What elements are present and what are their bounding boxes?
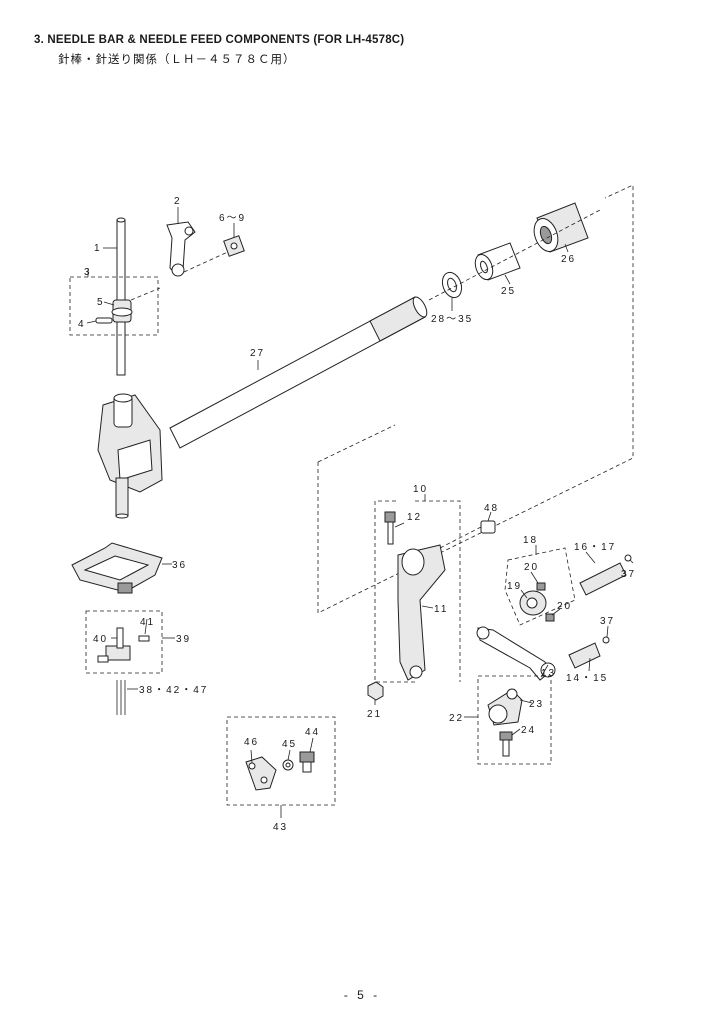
callout-6-9: 6～9: [219, 213, 246, 224]
callout-13: 13: [541, 668, 556, 679]
callout-48: 48: [484, 503, 499, 514]
plate-46: [245, 756, 277, 791]
nut-21: [367, 681, 384, 701]
callout-36: 36: [172, 560, 187, 571]
callout-27: 27: [250, 348, 265, 359]
collar-19-20: [519, 582, 555, 622]
screw-12: [384, 511, 396, 545]
callout-2: 2: [174, 196, 182, 207]
callout-labels: 1 2 3 4 5 6～9 10 11 12 13 14・15 16・17 18…: [78, 196, 636, 833]
callout-23: 23: [529, 699, 544, 710]
callout-40: 40: [93, 634, 108, 645]
callout-16-17: 16・17: [574, 542, 616, 553]
callout-5: 5: [97, 297, 105, 308]
callout-22: 22: [449, 713, 464, 724]
callout-41: 41: [140, 617, 155, 628]
needle-bar-clamp: [95, 287, 161, 324]
callout-19: 19: [507, 581, 522, 592]
page-title: 3. NEEDLE BAR & NEEDLE FEED COMPONENTS (…: [34, 34, 405, 46]
screw-44: [299, 751, 315, 773]
page-subtitle: 針棒・針送り関係（ＬＨ－４５７８Ｃ用）: [58, 52, 296, 66]
group-22-box: [477, 675, 552, 765]
leader-lines: [86, 207, 634, 818]
callout-20a: 20: [524, 562, 539, 573]
group-10-box: [415, 500, 461, 682]
callout-14-15: 14・15: [566, 673, 608, 684]
callout-18: 18: [523, 535, 538, 546]
callout-1: 1: [94, 243, 102, 254]
washer-45: [282, 759, 294, 771]
callout-37b: 37: [600, 616, 615, 627]
callout-3: 3: [84, 267, 92, 278]
callout-39: 39: [176, 634, 191, 645]
callout-25: 25: [501, 286, 516, 297]
bushing-25: [474, 242, 521, 281]
shaft-frame: [317, 184, 634, 614]
callout-37a: 37: [621, 569, 636, 580]
main-shaft-27: [169, 296, 428, 449]
callout-20b: 20: [557, 601, 572, 612]
shaft-16-17: [579, 554, 632, 596]
bushing-26: [533, 202, 589, 253]
callout-46: 46: [244, 737, 259, 748]
group-18-box: [504, 547, 576, 626]
callout-21: 21: [367, 709, 382, 720]
needle-bar: [116, 217, 126, 376]
guide-plate-36: [71, 542, 163, 594]
lever-11: [397, 544, 446, 681]
callout-12: 12: [407, 512, 422, 523]
clamp-23: [487, 688, 523, 726]
callout-43: 43: [273, 822, 288, 833]
washer-28-35: [441, 271, 463, 299]
stud-14-15: [568, 636, 610, 669]
callout-28-35: 28～35: [431, 314, 473, 325]
group-39-box: [85, 610, 163, 674]
callout-10: 10: [413, 484, 428, 495]
page-number: - 5 -: [343, 988, 381, 1002]
square-nut-6-9: [223, 235, 245, 257]
callout-4: 4: [78, 319, 86, 330]
callout-45: 45: [282, 739, 297, 750]
callout-38-42-47: 38・42・47: [139, 685, 208, 696]
callout-26: 26: [561, 254, 576, 265]
needle-bar-housing: [97, 393, 163, 519]
screw-48: [439, 520, 496, 549]
needles-38-42-47: [116, 680, 126, 715]
link-part-2: [166, 221, 233, 277]
callout-24: 24: [521, 725, 536, 736]
link-13: [476, 626, 556, 681]
callout-11: 11: [434, 604, 448, 615]
needle-clamp-39: [97, 627, 150, 663]
screw-24: [499, 731, 513, 757]
callout-44: 44: [305, 727, 320, 738]
group-3-box: [69, 276, 159, 336]
